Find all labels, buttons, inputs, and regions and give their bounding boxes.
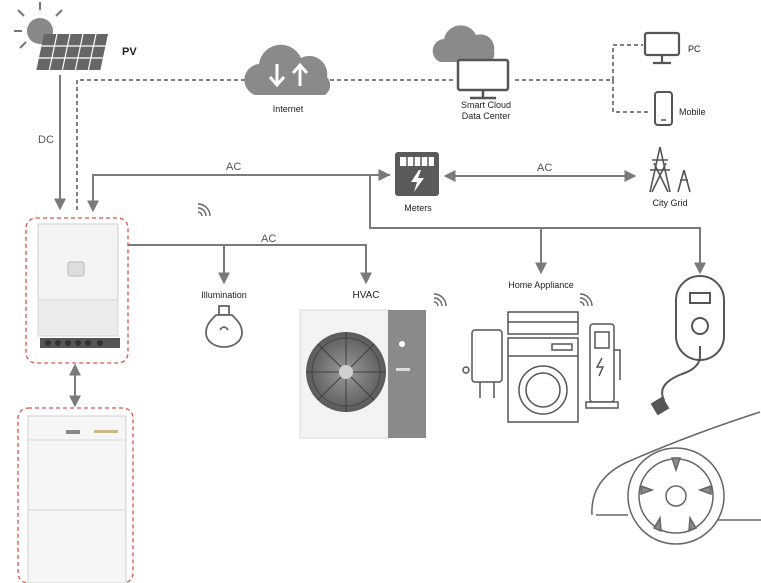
bulb-icon	[205, 305, 243, 348]
home-appliance-icons	[462, 311, 621, 423]
city-grid-label: City Grid	[652, 198, 687, 208]
meter-icon	[395, 152, 439, 196]
dc-label: DC	[38, 134, 54, 146]
home-branch-line	[369, 175, 706, 275]
smart-cloud-label-line2: Data Center	[462, 111, 511, 121]
ac-right-label: AC	[537, 162, 552, 174]
hybrid-inverter	[37, 223, 120, 348]
solar-panel-icon	[14, 2, 108, 70]
smart-cloud-label-line1: Smart Cloud	[461, 100, 511, 110]
wifi-icon	[197, 203, 211, 217]
mobile-label: Mobile	[679, 107, 706, 117]
pc-icon	[643, 31, 681, 65]
internet-cloud-icon	[244, 44, 331, 95]
mobile-icon	[654, 91, 673, 126]
wifi-icon	[433, 293, 447, 307]
ac-top-label: AC	[226, 161, 241, 173]
ac-top-line	[87, 174, 390, 213]
ev-charger-icon	[650, 275, 725, 416]
pc-label: PC	[688, 44, 701, 54]
smart-cloud-icon	[432, 25, 510, 100]
car-outline	[591, 411, 761, 545]
illumination-label: Illumination	[201, 290, 247, 300]
ac-mid-label: AC	[261, 233, 276, 245]
meters-label: Meters	[404, 203, 432, 213]
hvac-label: HVAC	[352, 290, 379, 301]
internet-dashed-line	[76, 79, 250, 210]
power-tower-icon	[649, 146, 691, 193]
internet-label: Internet	[273, 104, 304, 114]
datacenter-to-devices-line	[515, 44, 650, 113]
wifi-icon	[579, 293, 593, 307]
pv-label: PV	[122, 46, 137, 58]
battery-highlight-box	[17, 407, 134, 583]
home-appliance-label: Home Appliance	[508, 280, 574, 290]
battery-storage	[27, 415, 127, 583]
ac-mid-line	[128, 244, 372, 285]
hvac-unit	[299, 309, 426, 439]
